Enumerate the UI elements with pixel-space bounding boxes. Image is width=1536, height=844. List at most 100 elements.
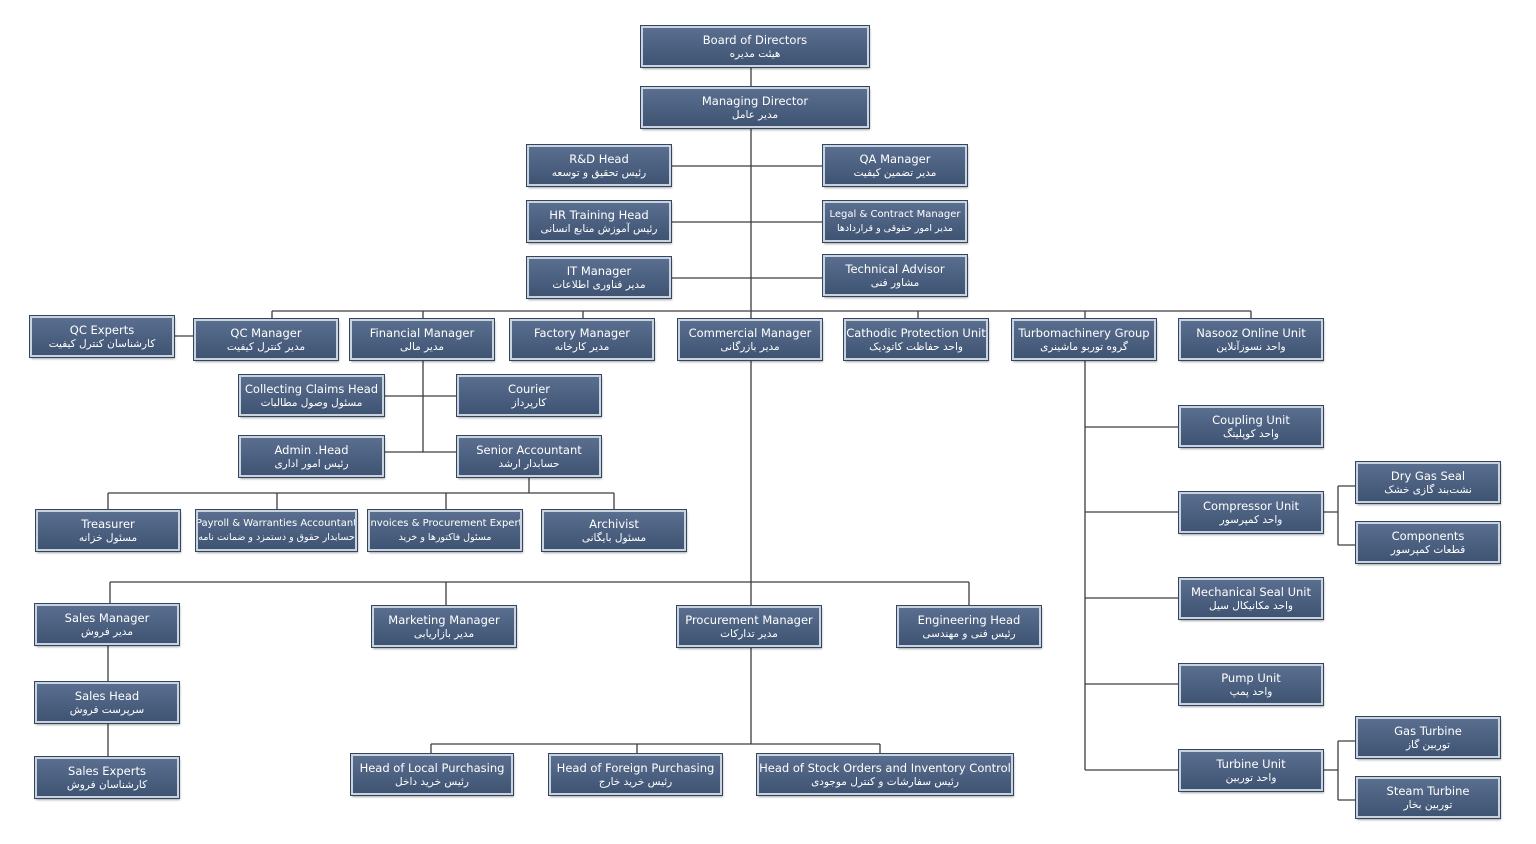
node-title: R&D Head: [569, 151, 629, 166]
node-subtitle: مدیر امور حقوقی و قراردادها: [837, 222, 953, 234]
node-subtitle: مدیر بازرگانی: [720, 340, 780, 353]
node-title: IT Manager: [566, 263, 632, 278]
node-senior-accountant: Senior Accountant حسابدار ارشد: [456, 435, 602, 478]
node-title: Coupling Unit: [1212, 412, 1290, 427]
node-subtitle: واحد حفاظت کاتودیک: [869, 340, 963, 353]
node-qc-experts: QC Experts کارشناسان کنترل کیفیت: [29, 315, 175, 358]
node-title: Collecting Claims Head: [244, 381, 379, 396]
node-title: Gas Turbine: [1394, 723, 1462, 738]
node-subtitle: هیئت مدیره: [729, 47, 781, 60]
node-subtitle: رئیس خرید داخل: [395, 775, 469, 788]
node-subtitle: مشاور فنی: [870, 276, 920, 289]
node-dry-gas-seal: Dry Gas Seal نشت‌بند گازی خشک: [1355, 461, 1501, 504]
node-title: Head of Stock Orders and Inventory Contr…: [759, 760, 1011, 775]
node-collecting-claims-head: Collecting Claims Head مسئول وصول مطالبا…: [238, 374, 385, 417]
node-qa-manager: QA Manager مدیر تضمین کیفیت: [822, 144, 968, 187]
node-title: Dry Gas Seal: [1390, 468, 1466, 483]
node-subtitle: نشت‌بند گازی خشک: [1384, 483, 1472, 496]
node-title: Payroll & Warranties Accountant: [196, 517, 357, 529]
node-title: Procurement Manager: [685, 612, 813, 627]
node-nasooz-online-unit: Nasooz Online Unit واحد نسوزآنلاین: [1178, 318, 1324, 361]
node-title: QC Manager: [230, 325, 302, 340]
node-title: Commercial Manager: [688, 325, 812, 340]
node-title: Admin .Head: [274, 442, 349, 457]
node-subtitle: واحد کوپلینگ: [1223, 427, 1279, 440]
node-subtitle: قطعات کمپرسور: [1390, 543, 1466, 556]
node-title: Turbine Unit: [1216, 756, 1286, 771]
node-marketing-manager: Marketing Manager مدیر بازاریابی: [371, 605, 517, 648]
node-head-local-purchasing: Head of Local Purchasing رئیس خرید داخل: [350, 753, 514, 796]
node-title: Senior Accountant: [476, 442, 582, 457]
node-subtitle: توربین گاز: [1405, 738, 1451, 751]
node-sales-manager: Sales Manager مدیر فروش: [34, 603, 180, 646]
node-subtitle: مدیر کنترل کیفیت: [226, 340, 306, 353]
node-title: Invoices & Procurement Expert: [368, 517, 522, 529]
node-subtitle: مدیر فروش: [81, 625, 133, 638]
node-title: Financial Manager: [369, 325, 475, 340]
node-title: Sales Experts: [68, 763, 146, 778]
node-managing-director: Managing Director مدیر عامل: [640, 86, 870, 129]
node-head-foreign-purchasing: Head of Foreign Purchasing رئیس خرید خار…: [548, 753, 723, 796]
node-turbomachinery-group: Turbomachinery Group گروه توربو ماشینری: [1011, 318, 1157, 361]
node-subtitle: واحد پمپ: [1229, 685, 1273, 698]
node-title: Nasooz Online Unit: [1196, 325, 1306, 340]
node-title: Board of Directors: [702, 32, 808, 47]
node-subtitle: گروه توربو ماشینری: [1040, 340, 1128, 353]
node-steam-turbine: Steam Turbine توربین بخار: [1355, 776, 1501, 819]
node-title: Steam Turbine: [1386, 783, 1470, 798]
node-sales-head: Sales Head سرپرست فروش: [34, 681, 180, 724]
node-subtitle: رئیس فنی و مهندسی: [922, 627, 1016, 640]
node-components: Components قطعات کمپرسور: [1355, 521, 1501, 564]
node-subtitle: مدیر مالی: [400, 340, 444, 353]
node-subtitle: مدیر تضمین کیفیت: [853, 166, 937, 179]
node-title: QC Experts: [69, 322, 135, 337]
node-title: QA Manager: [859, 151, 931, 166]
node-admin-head: Admin .Head رئیس امور اداری: [238, 435, 385, 478]
node-subtitle: مسئول وصول مطالبات: [260, 396, 363, 409]
node-invoices-procurement-expert: Invoices & Procurement Expert مسئول فاکت…: [367, 509, 523, 552]
node-subtitle: مسئول بایگانی: [581, 531, 647, 544]
node-archivist: Archivist مسئول بایگانی: [541, 509, 687, 552]
node-title: Engineering Head: [917, 612, 1021, 627]
node-legal-contract-manager: Legal & Contract Manager مدیر امور حقوقی…: [822, 200, 968, 243]
node-subtitle: واحد توربین: [1225, 771, 1277, 784]
node-board-of-directors: Board of Directors هیئت مدیره: [640, 25, 870, 68]
node-subtitle: مدیر کارخانه: [554, 340, 610, 353]
node-subtitle: واحد کمپرسور: [1219, 513, 1283, 526]
node-title: Marketing Manager: [388, 612, 500, 627]
node-title: Archivist: [589, 516, 639, 531]
node-commercial-manager: Commercial Manager مدیر بازرگانی: [677, 318, 823, 361]
node-title: Sales Head: [74, 688, 140, 703]
node-pump-unit: Pump Unit واحد پمپ: [1178, 663, 1324, 706]
node-financial-manager: Financial Manager مدیر مالی: [349, 318, 495, 361]
node-title: Technical Advisor: [845, 261, 945, 276]
node-title: Treasurer: [81, 516, 135, 531]
node-subtitle: کارشناسان فروش: [66, 778, 148, 791]
node-subtitle: رئیس تحقیق و توسعه: [551, 166, 647, 179]
node-subtitle: رئیس آموزش منابع انسانی: [540, 222, 658, 235]
node-subtitle: مدیر تدارکات: [720, 627, 778, 640]
node-subtitle: مسئول فاکتورها و خرید: [398, 531, 492, 543]
node-title: Pump Unit: [1221, 670, 1281, 685]
node-head-stock-orders: Head of Stock Orders and Inventory Contr…: [756, 753, 1014, 796]
node-subtitle: سرپرست فروش: [69, 703, 145, 716]
node-subtitle: مدیر عامل: [731, 108, 779, 121]
node-title: Legal & Contract Manager: [829, 208, 961, 220]
node-subtitle: توربین بخار: [1403, 798, 1453, 811]
node-courier: Courier کارپرداز: [456, 374, 602, 417]
node-compressor-unit: Compressor Unit واحد کمپرسور: [1178, 491, 1324, 534]
node-subtitle: کارپرداز: [511, 396, 547, 409]
node-mechanical-seal-unit: Mechanical Seal Unit واحد مکانیکال سیل: [1178, 577, 1324, 620]
node-cathodic-protection-unit: Cathodic Protection Unit واحد حفاظت کاتو…: [843, 318, 989, 361]
node-title: Head of Local Purchasing: [359, 760, 505, 775]
node-payroll-accountant: Payroll & Warranties Accountant حسابدار …: [195, 509, 358, 552]
node-subtitle: واحد مکانیکال سیل: [1209, 599, 1293, 612]
node-title: Turbomachinery Group: [1018, 325, 1150, 340]
node-title: Sales Manager: [64, 610, 150, 625]
node-subtitle: رئیس امور اداری: [274, 457, 349, 470]
node-coupling-unit: Coupling Unit واحد کوپلینگ: [1178, 405, 1324, 448]
node-subtitle: واحد نسوزآنلاین: [1216, 340, 1286, 353]
node-title: Compressor Unit: [1203, 498, 1299, 513]
node-turbine-unit: Turbine Unit واحد توربین: [1178, 749, 1324, 792]
